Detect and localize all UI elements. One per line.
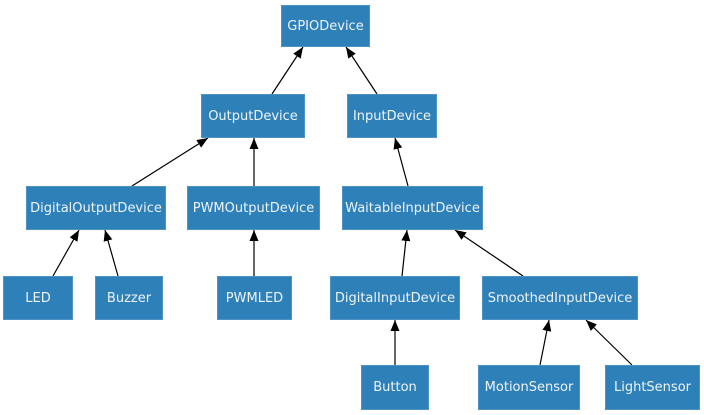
- node-label-buzzer: Buzzer: [106, 290, 152, 306]
- edge-waitableinputdevice-to-inputdevice: [393, 137, 409, 187]
- node-digitalinputdevice: DigitalInputDevice: [330, 276, 460, 320]
- edge-digitaloutputdevice-to-outputdevice: [131, 137, 209, 187]
- node-pwmoutputdevice: PWMOutputDevice: [187, 186, 320, 230]
- node-outputdevice: OutputDevice: [201, 94, 305, 138]
- edge-led-to-digitaloutputdevice: [52, 229, 80, 277]
- edge-digitalinputdevice-to-waitableinputdevice: [401, 229, 411, 277]
- node-label-lightsensor: LightSensor: [613, 380, 691, 395]
- node-label-button: Button: [373, 380, 417, 395]
- node-gpiodevice: GPIODevice: [281, 5, 370, 47]
- node-smoothedinputdevice: SmoothedInputDevice: [482, 276, 638, 320]
- node-led: LED: [3, 276, 73, 320]
- node-label-outputdevice: OutputDevice: [208, 108, 298, 124]
- node-label-pwmled: PWMLED: [225, 290, 284, 306]
- node-button: Button: [361, 365, 429, 410]
- node-motionsensor: MotionSensor: [478, 365, 580, 410]
- edge-motionsensor-to-smoothedinputdevice: [539, 319, 552, 366]
- node-inputdevice: InputDevice: [347, 94, 437, 138]
- edge-buzzer-to-digitaloutputdevice: [103, 229, 119, 277]
- node-label-pwmoutputdevice: PWMOutputDevice: [192, 200, 315, 216]
- edge-lightsensor-to-smoothedinputdevice: [585, 319, 633, 366]
- node-label-gpiodevice: GPIODevice: [287, 18, 364, 34]
- node-label-motionsensor: MotionSensor: [484, 380, 574, 395]
- edge-layer: [52, 46, 633, 366]
- edge-inputdevice-to-gpiodevice: [345, 46, 378, 95]
- node-label-waitableinputdevice: WaitableInputDevice: [345, 200, 480, 216]
- node-lightsensor: LightSensor: [605, 365, 700, 410]
- node-label-digitaloutputdevice: DigitalOutputDevice: [30, 200, 162, 216]
- node-label-smoothedinputdevice: SmoothedInputDevice: [487, 290, 633, 306]
- node-digitaloutputdevice: DigitalOutputDevice: [26, 186, 166, 230]
- node-pwmled: PWMLED: [217, 276, 292, 320]
- node-label-led: LED: [25, 290, 51, 306]
- node-buzzer: Buzzer: [95, 276, 163, 320]
- edge-outputdevice-to-gpiodevice: [271, 46, 304, 95]
- node-label-digitalinputdevice: DigitalInputDevice: [334, 290, 456, 306]
- edge-smoothedinputdevice-to-waitableinputdevice: [454, 229, 524, 277]
- node-waitableinputdevice: WaitableInputDevice: [342, 186, 483, 230]
- node-label-inputdevice: InputDevice: [352, 108, 432, 124]
